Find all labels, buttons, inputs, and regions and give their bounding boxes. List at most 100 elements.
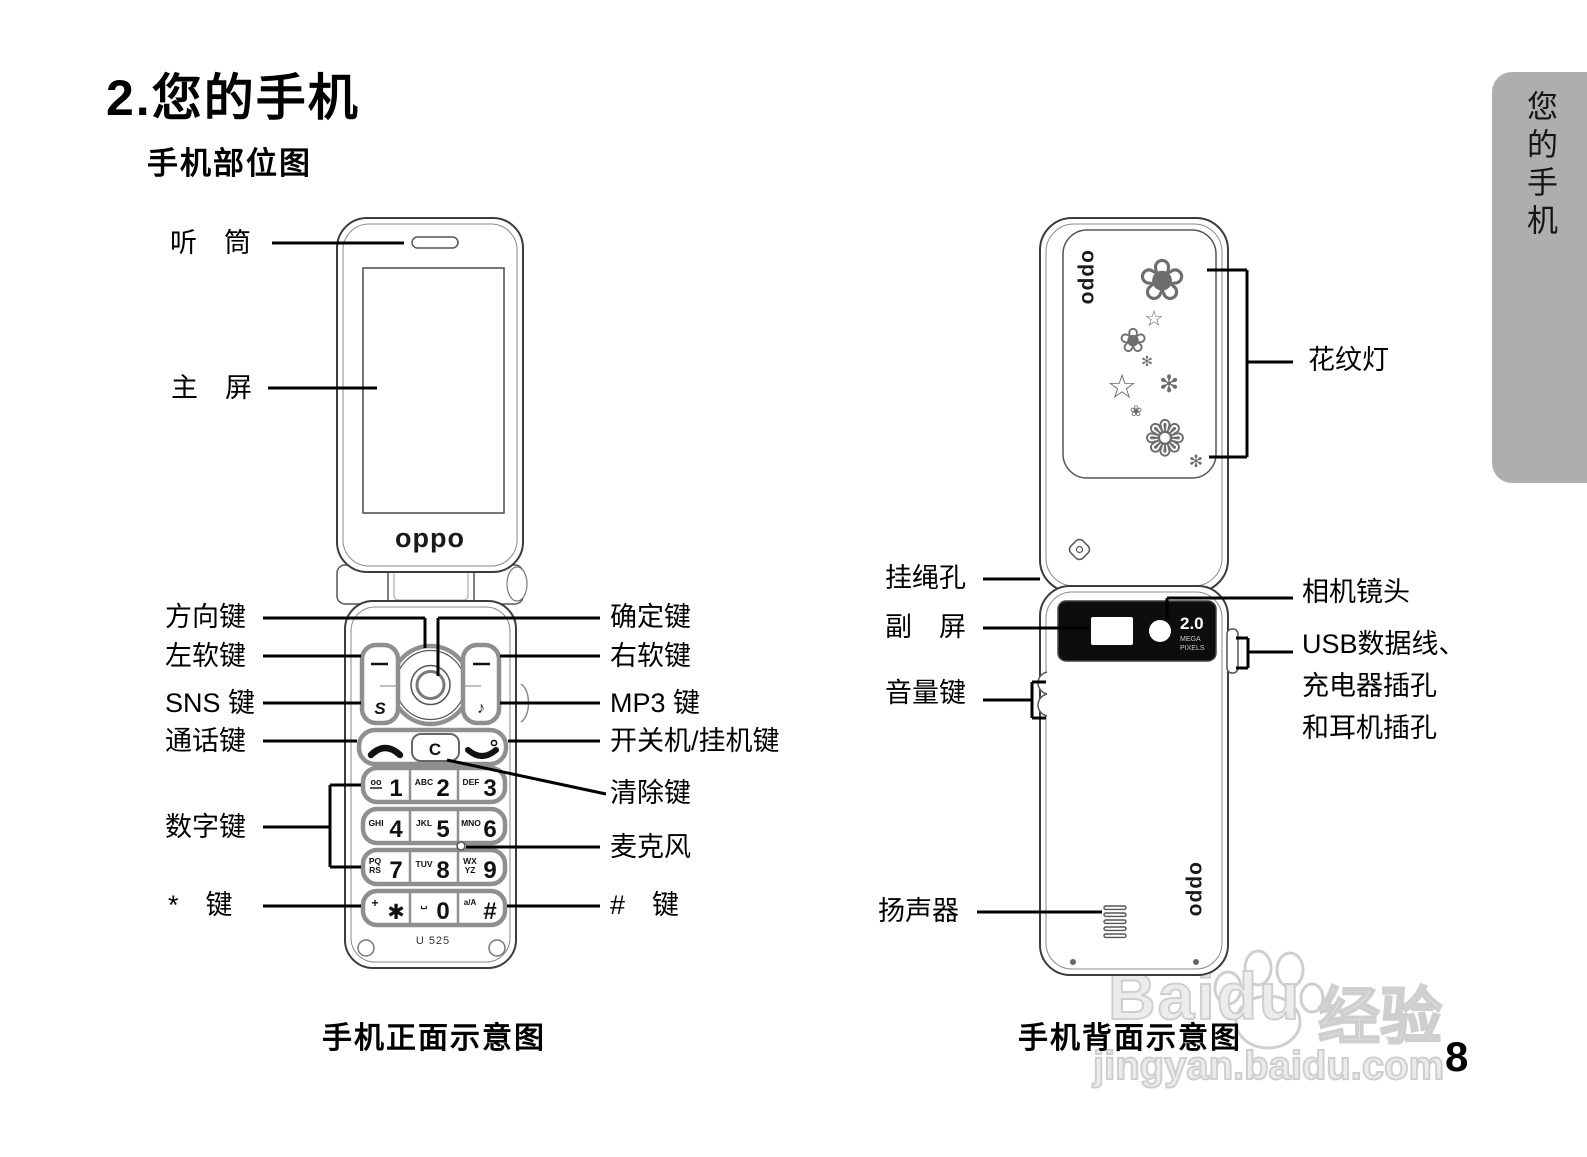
front-caption: 手机正面示意图: [322, 1022, 546, 1055]
key-7-sub2: RS: [369, 865, 381, 875]
sub-screen: [1091, 617, 1133, 645]
power-dot: [490, 739, 498, 747]
volume-key-down: [1037, 693, 1048, 717]
key-9-sub2: YZ: [465, 865, 476, 875]
flower-icon: ✻: [1141, 353, 1153, 369]
flower-icon: ❁: [1144, 411, 1186, 467]
key-0: 0: [436, 898, 449, 925]
key-star-sub: +: [371, 896, 378, 910]
label-hash-key: # 键: [610, 890, 680, 920]
oppo-logo-front: oppo: [395, 523, 465, 553]
label-volume-key: 音量键: [885, 678, 966, 708]
screw-left: [357, 939, 375, 957]
strap-hole: [1068, 538, 1091, 561]
label-pattern-light: 花纹灯: [1308, 345, 1389, 375]
label-left-softkey: 左软键: [165, 641, 246, 671]
oppo-logo-back-top: oppo: [1077, 250, 1100, 305]
key-8: 8: [436, 857, 449, 884]
label-microphone: 麦克风: [610, 832, 691, 862]
key-star: ✱: [387, 901, 405, 924]
flower-icon: ☆: [1144, 306, 1164, 331]
flower-icon: ❀: [1119, 322, 1148, 360]
end-key-icon: [465, 747, 499, 759]
label-ok-key: 确定键: [610, 602, 691, 632]
page-title: 2.您的手机: [106, 70, 360, 126]
number-keypad: oo 1 ABC 2 DEF 3 GHI 4 JKL 5 MNO 6 PQ RS…: [360, 765, 508, 928]
oppo-logo-back-bottom: oppo: [1185, 862, 1208, 917]
label-direction-key: 方向键: [165, 602, 246, 632]
key-row-2: [360, 806, 508, 846]
label-usb-line-2: 充电器插孔: [1302, 671, 1437, 701]
label-usb-line-3: 和耳机插孔: [1302, 713, 1437, 743]
key-2-sub: ABC: [415, 777, 433, 787]
label-power-end-key: 开关机/挂机键: [610, 726, 780, 756]
baidu-jingyan-watermark: 经验: [1317, 982, 1443, 1053]
section-subtitle: 手机部位图: [147, 146, 312, 181]
key-6-sub: MNO: [461, 818, 481, 828]
key-0-sub: ␣: [420, 899, 427, 910]
clear-key: [411, 733, 460, 762]
label-mp3-key: MP3 键: [610, 688, 701, 718]
screw: [1193, 959, 1199, 965]
label-call-key: 通话键: [165, 726, 246, 756]
label-sns-key: SNS 键: [165, 688, 256, 718]
label-star-key: * 键: [168, 890, 233, 920]
pattern-panel: [1062, 229, 1217, 479]
speaker-grille: [1103, 905, 1127, 939]
megapixel-mega: MEGA: [1180, 636, 1201, 643]
camera-lens: [1149, 620, 1171, 642]
key-3: 3: [483, 775, 496, 802]
flower-pattern: ❀ ☆ ❀ ✻ ☆ ✻ ❀ ❁ ✻: [1107, 248, 1203, 471]
label-sub-screen: 副 屏: [885, 612, 966, 642]
usb-port: [1226, 628, 1239, 674]
key-9: 9: [483, 857, 496, 884]
key-7-sub1: PQ: [369, 856, 382, 866]
flower-icon: ❀: [1130, 403, 1143, 420]
main-screen: [362, 267, 505, 514]
key-hash: #: [483, 898, 496, 925]
watermark-url: jingyan.baidu.com: [1092, 1043, 1445, 1089]
chapter-tab: 您的手机: [1492, 72, 1587, 483]
mp3-key-glyph: ♪: [477, 700, 485, 717]
call-key-icon: [367, 744, 404, 759]
key-5: 5: [436, 816, 449, 843]
key-3-sub: DEF: [463, 777, 480, 787]
back-caption: 手机背面示意图: [1018, 1022, 1242, 1055]
page-number: 8: [1445, 1033, 1469, 1080]
chapter-tab-label: 您的手机: [1522, 90, 1557, 242]
key-2: 2: [436, 775, 449, 802]
label-main-screen: 主 屏: [171, 373, 252, 403]
key-4-sub: GHI: [368, 818, 383, 828]
megapixel-value: 2.0: [1180, 614, 1204, 633]
label-right-softkey: 右软键: [610, 641, 691, 671]
label-speaker: 扬声器: [878, 896, 959, 926]
label-clear-key: 清除键: [610, 778, 691, 808]
key-4: 4: [389, 816, 403, 843]
leader-lines: [263, 241, 1293, 914]
key-row-4: [360, 888, 508, 928]
flower-icon: ✻: [1189, 452, 1203, 471]
screw: [1070, 959, 1076, 965]
baidu-paw-icon: [1213, 949, 1325, 1050]
model-number: U 525: [416, 935, 450, 947]
key-row-1: [360, 765, 508, 805]
back-phone-diagram: oppo ❀ ☆ ❀ ✻ ☆ ✻ ❀ ❁ ✻ 2.0: [1037, 217, 1239, 976]
microphone-hole: [456, 841, 466, 851]
clear-key-glyph: C: [429, 740, 441, 759]
label-earpiece: 听 筒: [170, 228, 251, 258]
key-hash-sub: a/A: [464, 898, 477, 907]
flower-icon: ❀: [1138, 248, 1187, 313]
screw-right: [488, 939, 506, 957]
flower-icon: ✻: [1159, 371, 1179, 398]
key-1: 1: [389, 775, 402, 802]
label-strap-hole: 挂绳孔: [885, 563, 966, 593]
label-usb-line-1: USB数据线、: [1302, 629, 1466, 659]
front-phone-diagram: oppo S ♪ C: [336, 217, 530, 969]
label-number-keys: 数字键: [165, 812, 246, 842]
key-row-3: [360, 847, 508, 887]
key-1-sub: oo: [371, 777, 382, 787]
flower-icon: ☆: [1107, 368, 1137, 406]
earpiece: [411, 236, 459, 249]
camera-strip: [1057, 600, 1217, 662]
